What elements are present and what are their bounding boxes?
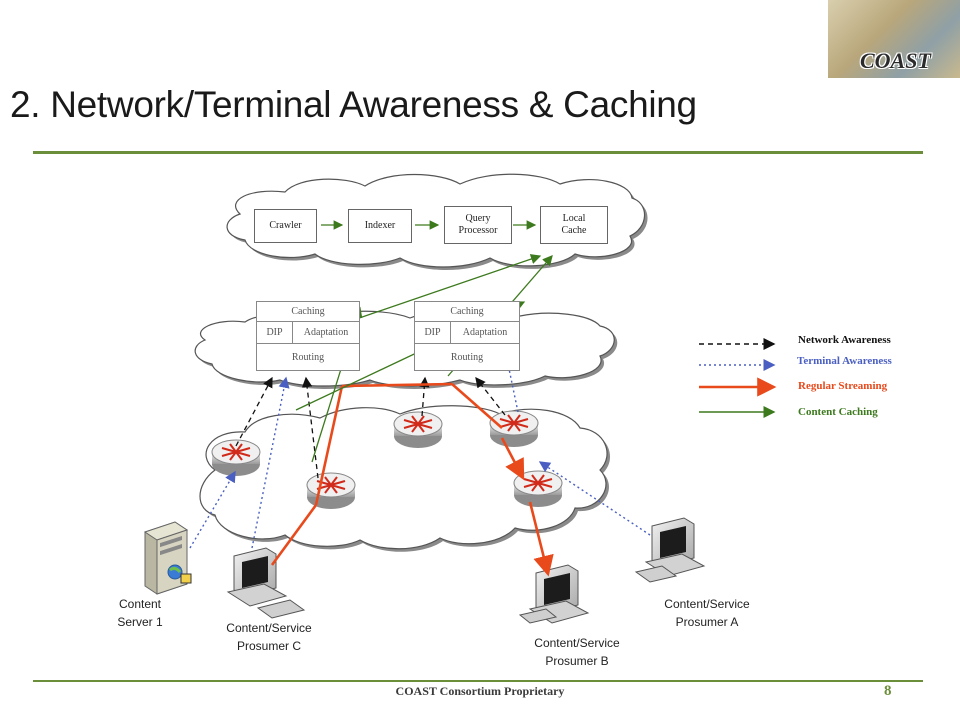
legend-content-caching: Content Caching: [798, 406, 878, 418]
prosumer-c-label: Content/Service Prosumer C: [226, 621, 312, 653]
regular-streaming-arrows: [270, 382, 554, 577]
prosumer-a-label: Content/Service Prosumer A: [664, 597, 750, 629]
legend-lines: [699, 338, 777, 418]
prosumer-b-label: Content/Service Prosumer B: [534, 636, 620, 668]
legend-network-awareness: Network Awareness: [798, 334, 891, 346]
logo-text: COAST: [860, 48, 931, 73]
query-processor-box: Query Processor: [444, 206, 512, 244]
footer-divider: [33, 680, 923, 682]
pc-a-icon: [634, 517, 706, 583]
title-divider: [33, 151, 923, 154]
router-3-icon: [393, 411, 443, 448]
local-cache-box: Local Cache: [540, 206, 608, 244]
right-dip-cell: DIP: [414, 321, 451, 344]
server-icon: [143, 521, 192, 595]
legend-regular-streaming: Regular Streaming: [798, 380, 888, 392]
slide-title: 2. Network/Terminal Awareness & Caching: [10, 84, 697, 125]
indexer-box: Indexer: [348, 209, 412, 243]
footer-text: COAST Consortium Proprietary: [395, 684, 565, 698]
pc-c-icon: [226, 547, 306, 619]
router-5-icon: [513, 470, 563, 507]
right-adaptation-cell: Adaptation: [450, 321, 520, 344]
content-server-label: Content Server 1: [117, 597, 163, 629]
right-routing-cell: Routing: [414, 343, 520, 371]
legend-terminal-awareness: Terminal Awareness: [797, 355, 892, 367]
router-4-icon: [489, 410, 539, 447]
router-1-icon: [211, 439, 261, 476]
router-2-icon: [306, 472, 356, 509]
left-caching-cell: Caching: [256, 301, 360, 322]
left-dip-cell: DIP: [256, 321, 293, 344]
coast-logo: COAST: [828, 0, 960, 78]
left-routing-cell: Routing: [256, 343, 360, 371]
right-caching-cell: Caching: [414, 301, 520, 322]
left-adaptation-cell: Adaptation: [292, 321, 360, 344]
crawler-box: Crawler: [254, 209, 317, 243]
page-number: 8: [884, 683, 892, 699]
pc-b-icon: [518, 564, 590, 624]
